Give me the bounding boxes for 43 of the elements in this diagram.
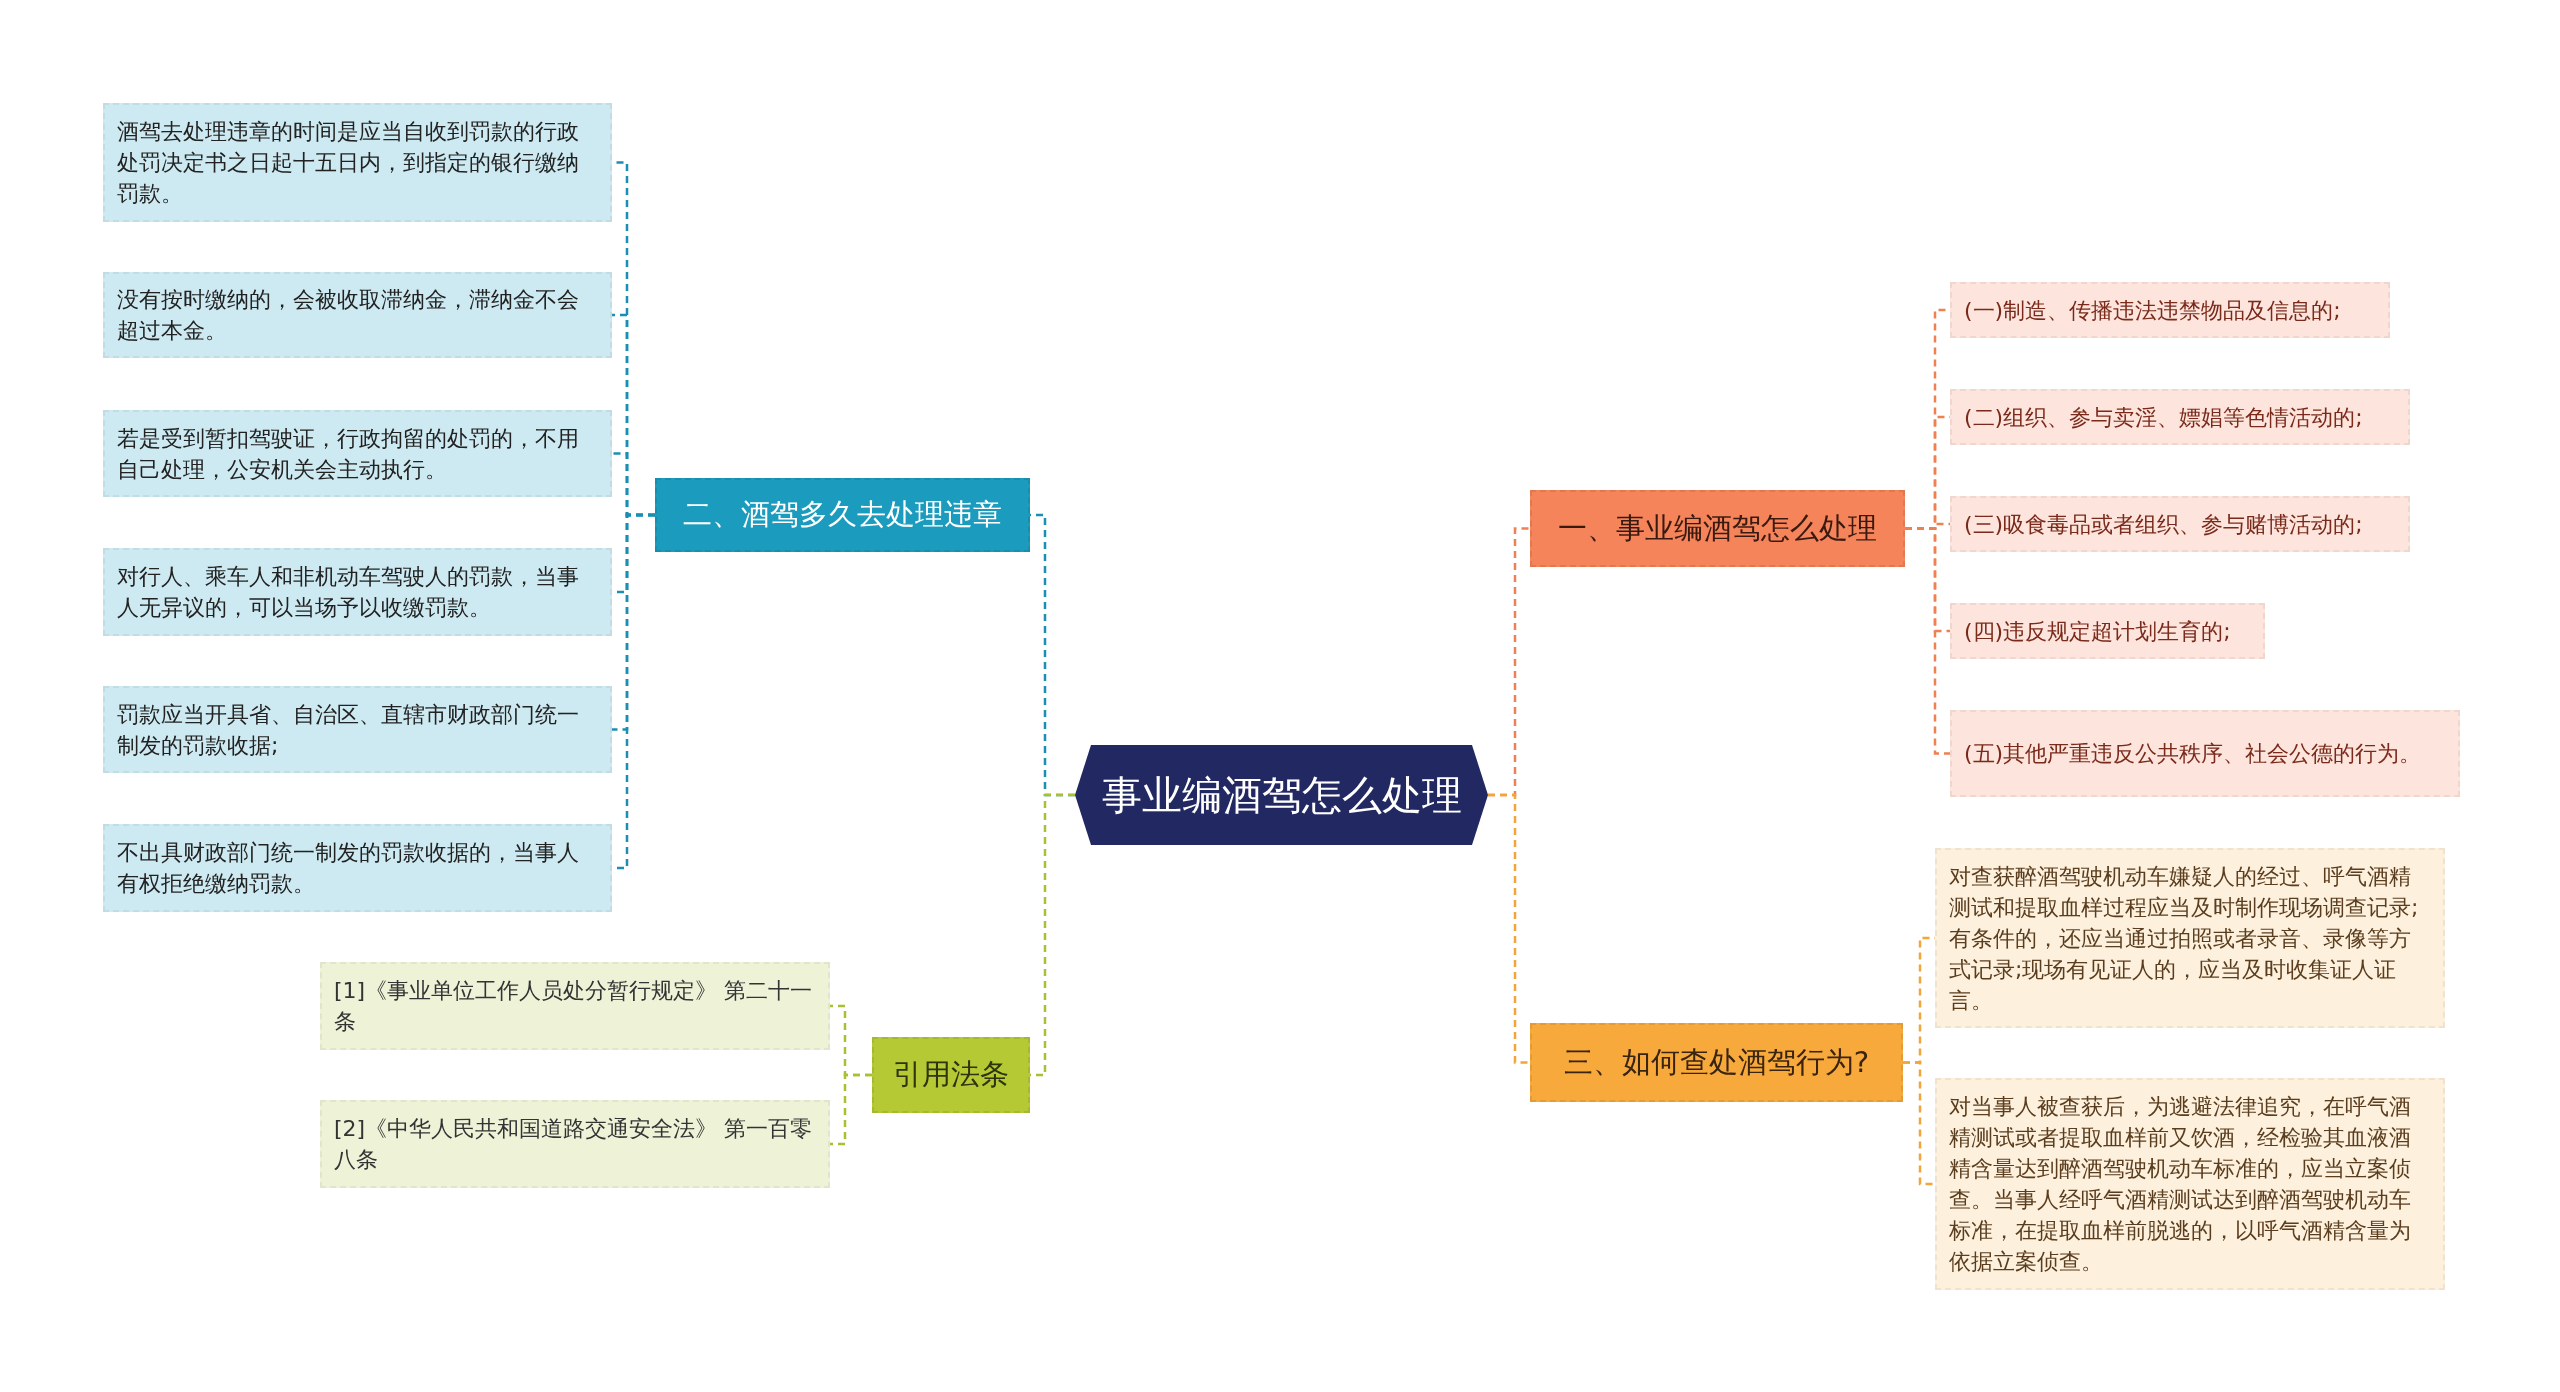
subtopic-box (103, 272, 612, 358)
connector-line (1488, 793, 1530, 1064)
subtopic-text: [2]《中华人民共和国道路交通安全法》 第一百零八条 (334, 1115, 814, 1174)
subtopic-box (103, 548, 612, 636)
subtopic-text: (五)其他严重违反公共秩序、社会公德的行为。 (1964, 740, 2422, 768)
subtopic-box (1950, 603, 2265, 659)
subtopic-text: 若是受到暂扣驾驶证，行政拘留的处罚的，不用自己处理，公安机关会主动执行。 (117, 424, 580, 484)
subtopic-text: (四)违反规定超计划生育的; (1964, 617, 2231, 646)
branch-topic-text: 三、如何查处酒驾行为? (1563, 1043, 1870, 1081)
subtopic-text: 罚款应当开具省、自治区、直辖市财政部门统一制发的罚款收据; (117, 700, 580, 760)
branch-topic-box (655, 478, 1030, 552)
branch-topic-text: 二、酒驾多久去处理违章 (683, 496, 1002, 533)
subtopic-box (320, 1100, 830, 1188)
branch-topic-text: 引用法条 (893, 1056, 1009, 1093)
subtopic-text: 不出具财政部门统一制发的罚款收据的，当事人有权拒绝缴纳罚款。 (117, 839, 580, 898)
subtopic-text: (二)组织、参与卖淫、嫖娼等色情活动的; (1964, 403, 2363, 432)
connector-line (1905, 527, 1950, 755)
subtopic-box (103, 103, 612, 222)
subtopic-text: 对行人、乘车人和非机动车驾驶人的罚款，当事人无异议的，可以当场予以收缴罚款。 (117, 563, 580, 622)
subtopic-box (103, 410, 612, 497)
branch-topic-text: 一、事业编酒驾怎么处理 (1558, 509, 1877, 547)
subtopic-box (1950, 282, 2390, 338)
subtopic-box (1950, 389, 2410, 445)
subtopic-box (320, 962, 830, 1050)
subtopic-text: 对查获醉酒驾驶机动车嫌疑人的经过、呼气酒精测试和提取血样过程应当及时制作现场调查记录;有条件的，还应当通过拍照或者录音、录像等方式记录;现场有见证人的，应当及时收集证人证言。 (1949, 862, 2420, 1015)
subtopic-box (1935, 848, 2445, 1028)
central-topic-text: 事业编酒驾怎么处理 (1101, 770, 1462, 820)
subtopic-box (103, 824, 612, 912)
branch-topic-box (1530, 1023, 1903, 1102)
connector-line (1903, 1061, 1935, 1186)
subtopic-text: 没有按时缴纳的，会被收取滞纳金，滞纳金不会超过本金。 (117, 286, 580, 345)
subtopic-box (1935, 1078, 2445, 1290)
subtopic-text: 对当事人被查获后，为逃避法律追究，在呼气酒精测试或者提取血样前又饮酒，经检验其血液酒精含量达到醉酒驾驶机动车标准的，应当立案侦查。当事人经呼气酒精测试达到醉酒驾驶机动车标准，在提取血样前脱逃的，以呼气酒精含量为依据立案侦查。 (1949, 1093, 2412, 1276)
subtopic-text: 酒驾去处理违章的时间是应当自收到罚款的行政处罚决定书之日起十五日内，到指定的银行缴纳罚款。 (117, 118, 580, 208)
subtopic-text: (三)吸食毒品或者组织、参与赌博活动的; (1964, 510, 2363, 539)
subtopic-box (103, 686, 612, 773)
connector-line (830, 1073, 872, 1146)
subtopic-text: (一)制造、传播违法违禁物品及信息的; (1964, 296, 2341, 325)
branch-topic-box (872, 1037, 1030, 1113)
subtopic-text: [1]《事业单位工作人员处分暂行规定》 第二十一条 (334, 977, 814, 1036)
branch-topic-box (1530, 490, 1905, 567)
subtopic-box (1950, 496, 2410, 552)
subtopic-box (1950, 710, 2460, 797)
